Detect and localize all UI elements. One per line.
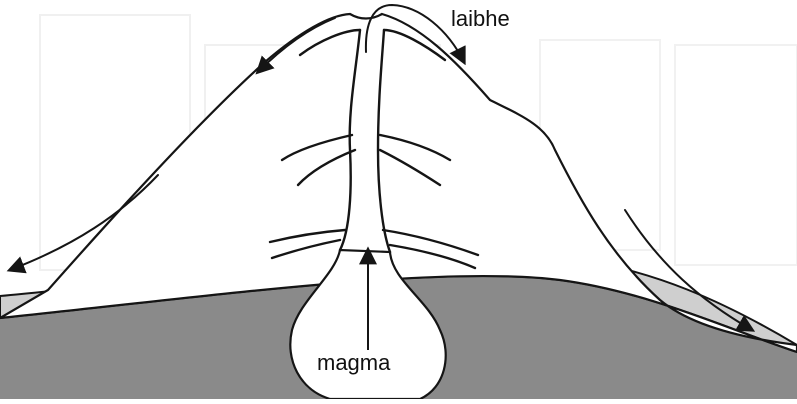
lava-label: laibhe [448,6,513,32]
magma-label: magma [314,350,393,376]
